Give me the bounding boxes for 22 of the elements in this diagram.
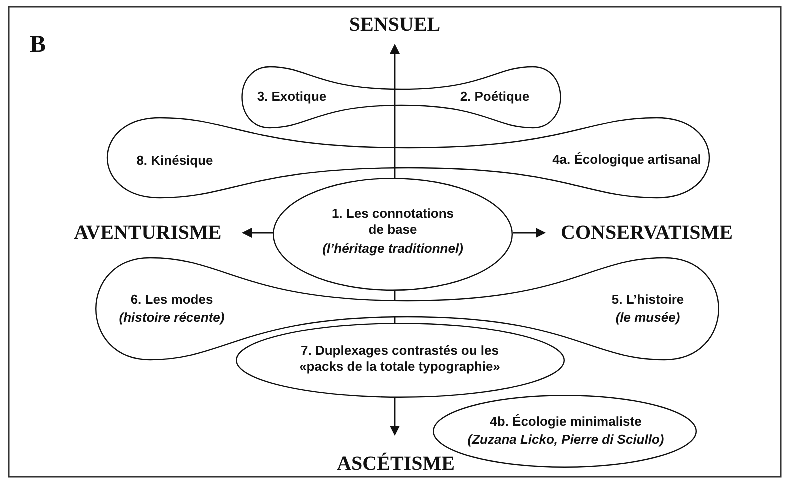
- node-subtitle: (Zuzana Licko, Pierre di Sciullo): [466, 432, 666, 448]
- node-subtitle: (le musée): [614, 310, 682, 326]
- axis-label: ASCÉTISME: [337, 452, 455, 476]
- node-title: 5. L’histoire: [610, 292, 686, 308]
- node-title: 4a. Écologique artisanal: [552, 152, 702, 168]
- axis-label: SENSUEL: [349, 13, 441, 37]
- ellipse-shape: [273, 178, 513, 291]
- panel-letter: B: [30, 33, 46, 57]
- node-title: 8. Kinésique: [136, 153, 214, 169]
- node-title: 1. Les connotations de base: [330, 206, 456, 238]
- node-title: 2. Poétique: [459, 89, 531, 105]
- node-subtitle: (l’héritage traditionnel): [322, 241, 464, 257]
- axis-label: CONSERVATISME: [561, 221, 733, 245]
- axis-label: AVENTURISME: [74, 221, 222, 245]
- connector-line: [394, 317, 396, 323]
- node-title: 7. Duplexages contrastés ou les «packs de la totale typographie»: [298, 343, 502, 375]
- connector-line: [394, 291, 396, 301]
- node-title: 4b. Écologie minimaliste: [489, 414, 643, 430]
- node-subtitle: (histoire récente): [118, 310, 226, 326]
- node-title: 6. Les modes: [130, 292, 214, 308]
- node-title: 3. Exotique: [256, 89, 328, 105]
- ellipse-shape: [236, 323, 565, 398]
